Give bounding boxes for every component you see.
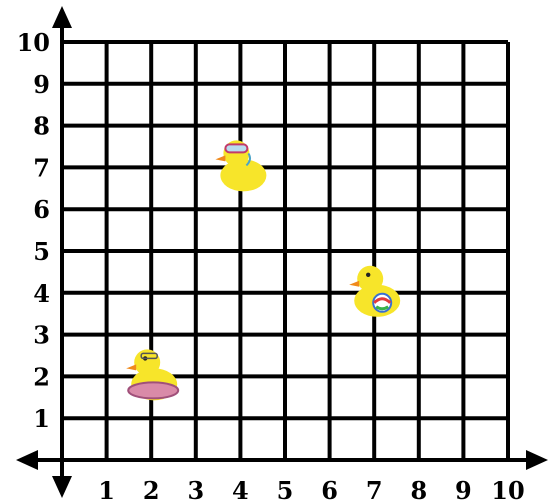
duck-beak: [215, 155, 225, 161]
x-tick-label: 4: [232, 476, 249, 502]
y-tick-label: 7: [33, 153, 50, 182]
duck-beak: [349, 281, 359, 287]
x-tick-label: 2: [143, 476, 160, 502]
duck-beak: [126, 364, 136, 370]
duck-eye: [366, 273, 370, 277]
y-tick-label: 3: [33, 321, 50, 350]
goggles-icon: [225, 144, 247, 152]
x-tick-label: 5: [277, 476, 294, 502]
y-tick-label: 10: [17, 28, 50, 57]
x-tick-label: 6: [321, 476, 338, 502]
x-tick-label: 3: [187, 476, 204, 502]
y-tick-label: 2: [33, 362, 50, 391]
data-points: [126, 140, 400, 400]
y-tick-label: 9: [33, 70, 50, 99]
y-tick-labels: 1 2 3 4 5 6 7 8 9 10: [17, 28, 50, 433]
x-tick-label: 8: [410, 476, 427, 502]
x-tick-label: 1: [98, 476, 115, 502]
x-tick-label: 9: [455, 476, 472, 502]
x-tick-labels: 1 2 3 4 5 6 7 8 9 10: [98, 476, 524, 502]
y-tick-label: 1: [33, 404, 50, 433]
swim-ring-icon: [128, 382, 178, 398]
y-tick-label: 6: [33, 195, 50, 224]
y-axis-top-arrow: [52, 6, 72, 28]
y-tick-label: 8: [33, 112, 50, 141]
y-tick-label: 4: [33, 279, 50, 308]
x-tick-label: 10: [491, 476, 524, 502]
duck-head: [357, 266, 383, 292]
y-axis-bottom-arrow: [52, 476, 72, 498]
y-tick-label: 5: [33, 237, 50, 266]
x-axis-left-arrow: [16, 450, 38, 470]
x-axis-right-arrow: [526, 450, 548, 470]
grid-lines: [62, 42, 508, 460]
x-tick-label: 7: [366, 476, 383, 502]
